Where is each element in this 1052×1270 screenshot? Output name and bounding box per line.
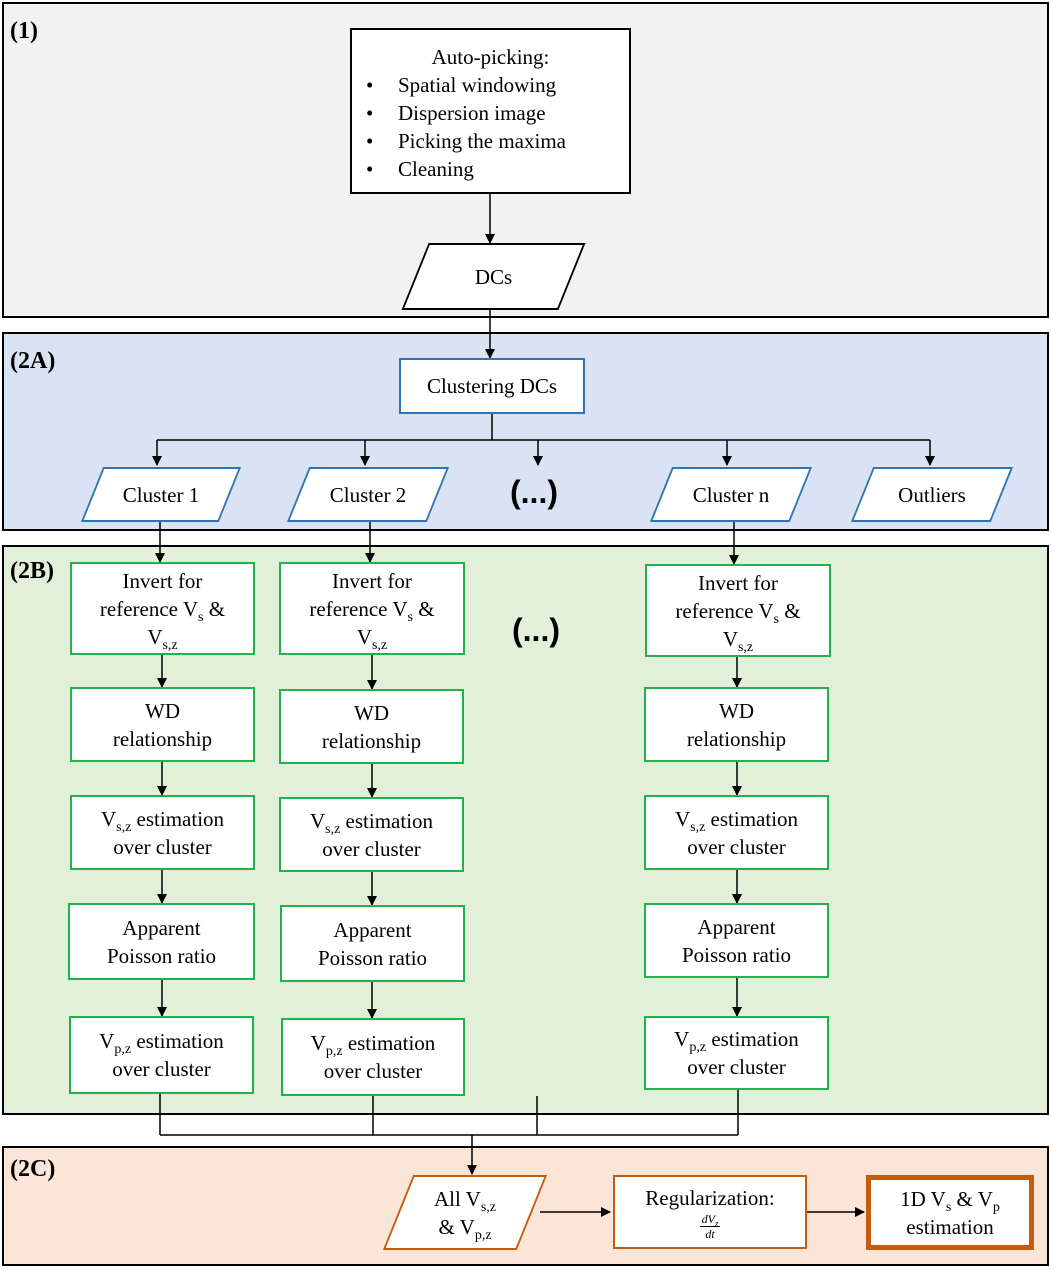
- panel-label-2a: (2A): [10, 348, 56, 374]
- cluster-1-node: Cluster 1: [92, 467, 230, 522]
- regularization-fraction: dVz dt: [699, 1211, 721, 1241]
- clustering-node: Clustering DCs: [399, 358, 585, 414]
- steps-ellipsis: (...): [512, 612, 560, 648]
- auto-picking-box: [350, 28, 631, 194]
- outliers-node: Outliers: [862, 467, 1002, 522]
- all-vsz-vpz-node: All Vs,z& Vp,z: [398, 1175, 532, 1250]
- panel-label-2c: (2C): [10, 1156, 56, 1182]
- regularization-node: Regularization: dVz dt: [613, 1175, 807, 1249]
- cluster-2-node: Cluster 2: [298, 467, 438, 522]
- auto-item-1: •Spatial windowing: [366, 73, 557, 97]
- panel-label-2b: (2B): [10, 558, 54, 584]
- regularization-title: Regularization:: [645, 1185, 775, 1210]
- dcs-node: DCs: [415, 243, 572, 310]
- auto-item-3: •Picking the maxima: [366, 129, 566, 153]
- cluster-ellipsis: (...): [510, 474, 558, 510]
- cluster-n-node: Cluster n: [661, 467, 801, 522]
- panel-label-1: (1): [10, 18, 38, 44]
- auto-item-4: •Cleaning: [366, 157, 474, 181]
- auto-picking-title: Auto-picking:: [431, 45, 550, 69]
- auto-picking-list: •Spatial windowing •Dispersion image •Pi…: [366, 71, 566, 183]
- auto-item-2: •Dispersion image: [366, 101, 546, 125]
